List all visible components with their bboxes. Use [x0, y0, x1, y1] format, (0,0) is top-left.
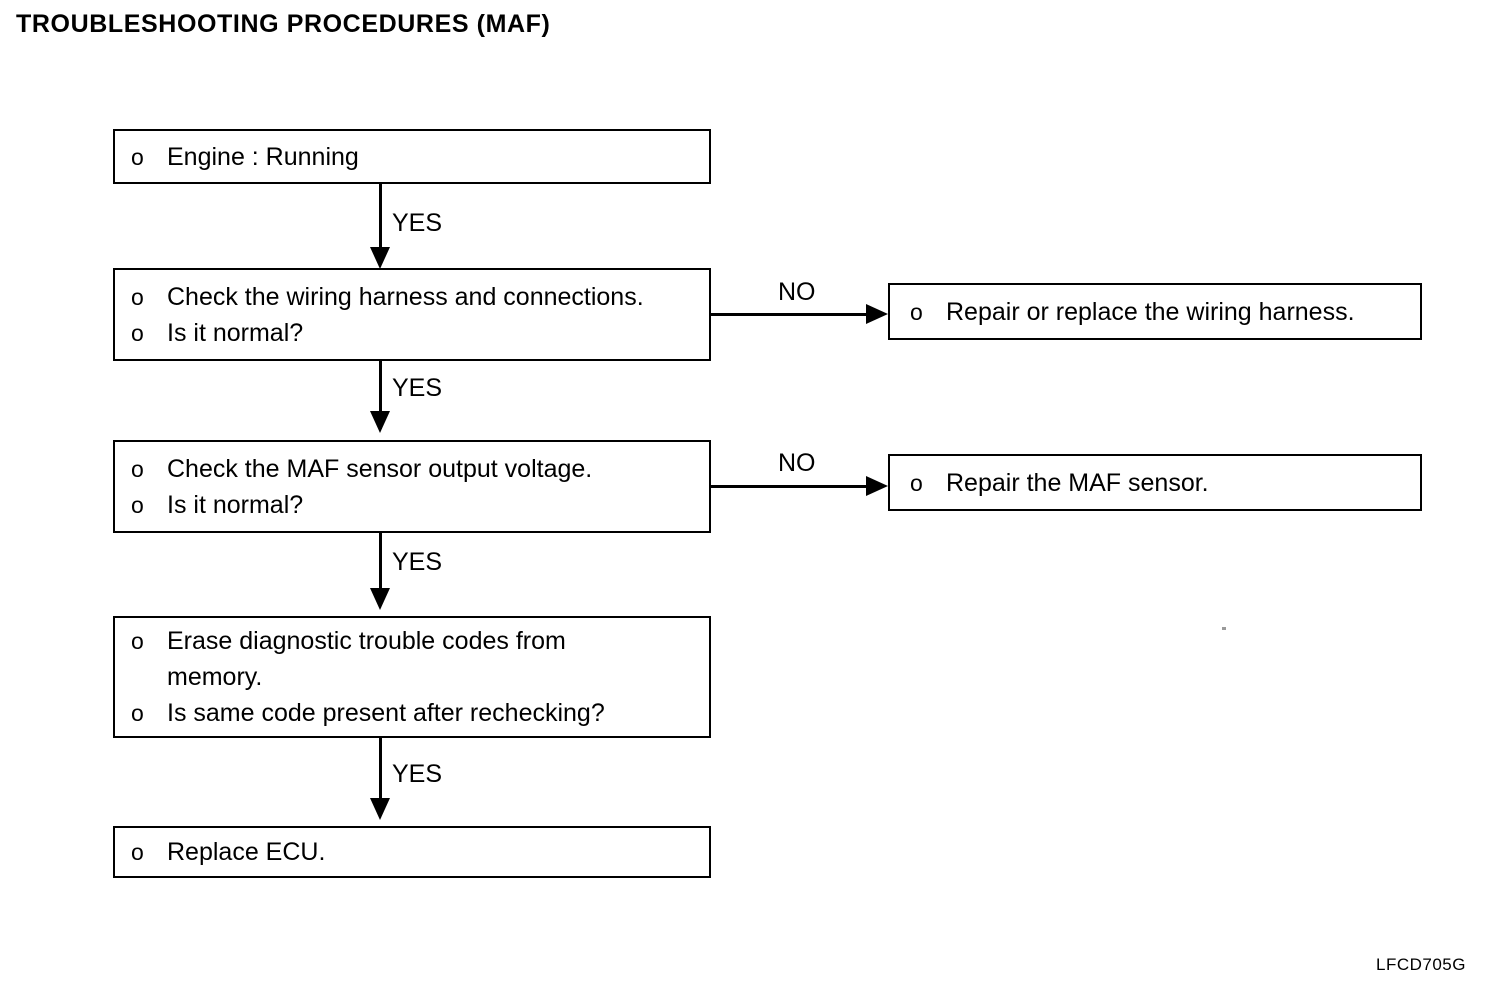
flow-node-text: Is same code present after rechecking? [167, 699, 605, 727]
list-bullet: o [131, 283, 144, 310]
scan-artifact-speck [1222, 627, 1226, 630]
edge-yes-4-line [379, 738, 382, 806]
flow-node-line: o Check the wiring harness and connectio… [131, 279, 703, 315]
edge-label-no-1: NO [778, 278, 816, 306]
list-bullet: o [131, 839, 144, 865]
flow-node-text: Repair or replace the wiring harness. [946, 297, 1355, 326]
edge-no-1-arrowhead [866, 304, 888, 324]
edge-yes-3-arrowhead [370, 588, 390, 610]
flow-node-line: o Engine : Running [131, 139, 703, 175]
edge-label-yes-1: YES [392, 209, 443, 237]
flow-node-repair-maf: o Repair the MAF sensor. [888, 454, 1422, 511]
list-bullet: o [910, 298, 923, 325]
edge-yes-4-arrowhead [370, 798, 390, 820]
flow-node-line: o Erase diagnostic trouble codes from [131, 623, 703, 659]
edge-label-yes-4: YES [392, 760, 443, 788]
flow-node-text: Check the wiring harness and connections… [167, 282, 644, 311]
list-bullet: o [131, 628, 144, 654]
flow-node-text: Repair the MAF sensor. [946, 468, 1209, 497]
flow-node-line: o Is it normal? [131, 315, 703, 351]
list-bullet: o [131, 491, 144, 518]
flow-node-engine-running: o Engine : Running [113, 129, 711, 184]
page-title: TROUBLESHOOTING PROCEDURES (MAF) [16, 10, 551, 38]
flow-node-line: o Check the MAF sensor output voltage. [131, 451, 703, 487]
flow-node-line: o Is it normal? [131, 487, 703, 523]
flow-node-check-maf-voltage: o Check the MAF sensor output voltage. o… [113, 440, 711, 533]
flow-node-line: o Repair the MAF sensor. [910, 465, 1414, 501]
flow-node-text: Engine : Running [167, 142, 359, 171]
edge-label-yes-3: YES [392, 548, 443, 576]
edge-yes-1-line [379, 184, 382, 252]
edge-no-2-line [711, 485, 871, 488]
flow-node-text: Is it normal? [167, 318, 304, 347]
list-bullet: o [131, 455, 144, 482]
list-bullet: o [910, 469, 923, 496]
list-bullet: o [131, 143, 144, 170]
flow-node-replace-ecu: o Replace ECU. [113, 826, 711, 878]
figure-code-label: LFCD705G [1376, 955, 1466, 974]
list-bullet: o [131, 700, 144, 726]
edge-yes-2-arrowhead [370, 411, 390, 433]
flow-node-text: memory. [167, 663, 263, 691]
edge-label-no-2: NO [778, 449, 816, 477]
flow-node-check-wiring: o Check the wiring harness and connectio… [113, 268, 711, 361]
flow-node-repair-wiring: o Repair or replace the wiring harness. [888, 283, 1422, 340]
flow-node-line: o Repair or replace the wiring harness. [910, 294, 1414, 330]
flow-node-text: Replace ECU. [167, 838, 326, 866]
edge-label-yes-2: YES [392, 374, 443, 402]
flow-node-line: o Is same code present after rechecking? [131, 695, 703, 731]
edge-yes-2-line [379, 361, 382, 429]
list-bullet: o [131, 319, 144, 346]
edge-no-2-arrowhead [866, 476, 888, 496]
flow-node-text: Is it normal? [167, 490, 304, 519]
flow-node-text: Check the MAF sensor output voltage. [167, 454, 593, 483]
flow-node-line: o Replace ECU. [131, 834, 703, 870]
edge-no-1-line [711, 313, 871, 316]
edge-yes-1-arrowhead [370, 247, 390, 269]
flow-node-erase-codes: o Erase diagnostic trouble codes from me… [113, 616, 711, 738]
flow-node-line: memory. [131, 659, 703, 695]
flow-node-text: Erase diagnostic trouble codes from [167, 627, 566, 655]
edge-yes-3-line [379, 533, 382, 601]
